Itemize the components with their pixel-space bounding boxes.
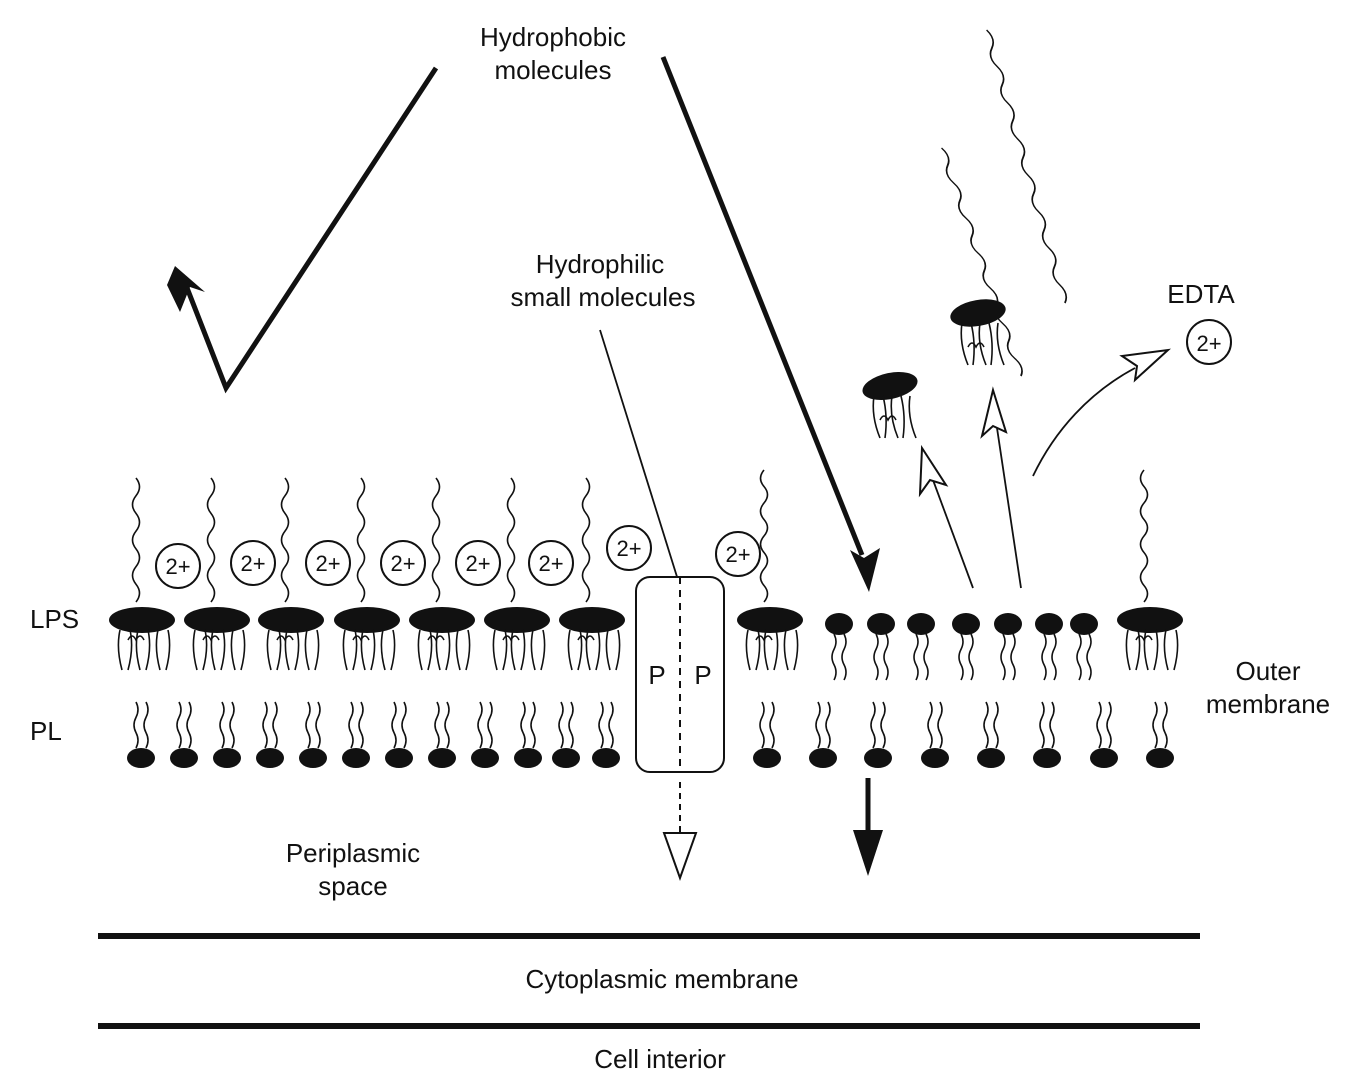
lps-molecule xyxy=(109,477,175,671)
divalent-cation: 2+ xyxy=(715,531,761,577)
hydrophobic-exit-arrowhead xyxy=(853,830,883,876)
pl-label: PL xyxy=(30,716,62,746)
outer-membrane-label-line2: membrane xyxy=(1206,689,1330,719)
released-lps-molecule xyxy=(862,147,1023,439)
phospholipid xyxy=(592,701,620,768)
svg-text:2+: 2+ xyxy=(240,551,265,576)
phospholipid xyxy=(977,701,1005,768)
phospholipid xyxy=(753,701,781,768)
svg-text:2+: 2+ xyxy=(465,551,490,576)
svg-text:2+: 2+ xyxy=(390,551,415,576)
divalent-cation: 2+ xyxy=(230,540,276,586)
divalent-cation: 2+ xyxy=(455,540,501,586)
divalent-cation: 2+ xyxy=(606,525,652,571)
hydrophobic-entry-arrow xyxy=(660,56,865,556)
phospholipid xyxy=(552,701,580,768)
lps-release-arrowhead-1 xyxy=(918,444,949,498)
edta-label: EDTA xyxy=(1167,279,1235,309)
lps-molecule xyxy=(1117,469,1183,671)
phospholipid xyxy=(809,701,837,768)
phospholipid xyxy=(864,701,892,768)
hydrophobic-deflected-arrow xyxy=(179,66,439,394)
hydrophilic-path-line xyxy=(599,329,679,581)
periplasmic-space-label-line1: Periplasmic xyxy=(286,838,420,868)
cell-interior-label: Cell interior xyxy=(594,1044,726,1074)
lps-label: LPS xyxy=(30,604,79,634)
outer-phospholipid-layer xyxy=(825,613,1098,681)
cytoplasmic-membrane-label: Cytoplasmic membrane xyxy=(525,964,798,994)
phospholipid xyxy=(213,701,241,768)
released-lps-molecule xyxy=(950,29,1068,366)
hydrophobic-label-line2: molecules xyxy=(494,55,611,85)
divalent-cation: 2+ xyxy=(528,540,574,586)
divalent-cation: 2+ xyxy=(155,543,201,589)
lps-molecule xyxy=(409,477,475,671)
lps-molecule xyxy=(559,477,625,671)
phospholipid xyxy=(299,701,327,768)
outer-membrane-label-line1: Outer xyxy=(1235,656,1300,686)
hydrophilic-label-line2: small molecules xyxy=(511,282,696,312)
hydrophilic-exit-arrowhead xyxy=(662,832,698,881)
svg-text:2+: 2+ xyxy=(165,554,190,579)
outer-leaflet-phospholipid xyxy=(907,613,935,681)
svg-text:2+: 2+ xyxy=(315,551,340,576)
phospholipid xyxy=(471,701,499,768)
outer-leaflet-phospholipid xyxy=(825,613,853,681)
edta-cation-text: 2+ xyxy=(1196,331,1221,356)
svg-text:2+: 2+ xyxy=(725,542,750,567)
phospholipid xyxy=(514,701,542,768)
porin-letter-left: P xyxy=(648,660,665,690)
divalent-cation: 2+ xyxy=(305,540,351,586)
phospholipid xyxy=(256,701,284,768)
lps-release-arrow-2 xyxy=(996,427,1022,589)
phospholipid xyxy=(127,701,155,768)
phospholipid xyxy=(428,701,456,768)
edta-cation: 2+ xyxy=(1186,319,1232,365)
lps-release-arrowhead-2 xyxy=(980,386,1008,439)
phospholipid xyxy=(342,701,370,768)
outer-leaflet-phospholipid xyxy=(994,613,1022,681)
porin-channel: P P xyxy=(635,576,725,773)
svg-text:2+: 2+ xyxy=(616,536,641,561)
edta-chelation-arrowhead xyxy=(1119,348,1172,383)
outer-leaflet-phospholipid xyxy=(1035,613,1063,681)
cation-layer: 2+ 2+ 2+ 2+ 2+ 2+ 2+ 2+ xyxy=(155,525,761,589)
svg-text:2+: 2+ xyxy=(538,551,563,576)
outer-leaflet-phospholipid xyxy=(1070,613,1098,681)
lps-molecule xyxy=(484,477,550,671)
lps-release-arrow-1 xyxy=(932,479,974,589)
phospholipid xyxy=(385,701,413,768)
hydrophobic-label-line1: Hydrophobic xyxy=(480,22,626,52)
hydrophobic-entry-arrowhead xyxy=(850,548,880,592)
phospholipid xyxy=(1033,701,1061,768)
outer-leaflet-phospholipid xyxy=(952,613,980,681)
lps-molecule xyxy=(737,469,803,671)
phospholipid xyxy=(1146,701,1174,768)
outer-leaflet-phospholipid xyxy=(867,613,895,681)
phospholipid xyxy=(921,701,949,768)
hydrophobic-deflected-arrowhead xyxy=(167,266,205,312)
released-lps-layer xyxy=(862,29,1068,439)
phospholipid xyxy=(170,701,198,768)
lps-molecule xyxy=(334,477,400,671)
lps-molecule xyxy=(258,477,324,671)
periplasmic-space-label-line2: space xyxy=(318,871,387,901)
lps-layer xyxy=(109,469,1183,671)
divalent-cation: 2+ xyxy=(380,540,426,586)
lps-molecule xyxy=(184,477,250,671)
phospholipid xyxy=(1090,701,1118,768)
edta-chelation-arrow xyxy=(1032,367,1136,477)
phospholipid-layer xyxy=(127,701,1174,768)
porin-letter-right: P xyxy=(694,660,711,690)
hydrophilic-label-line1: Hydrophilic xyxy=(536,249,665,279)
